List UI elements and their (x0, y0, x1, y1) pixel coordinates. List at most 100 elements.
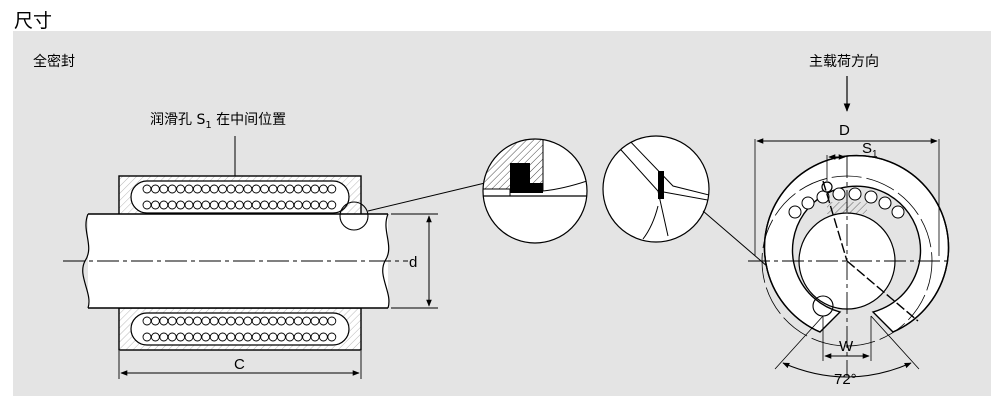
bearing-ball (176, 316, 186, 326)
bearing-ball (310, 316, 320, 326)
bearing-ball (293, 332, 303, 342)
bearing-ball (276, 316, 286, 326)
bearing-ball (302, 184, 312, 194)
bearing-ball (318, 200, 328, 210)
bearing-ball (150, 184, 160, 194)
bearing-ball (276, 184, 286, 194)
bearing-ball (260, 316, 270, 326)
bearing-ball (234, 316, 244, 326)
bearing-ball (243, 184, 253, 194)
bearing-ball (318, 316, 328, 326)
bearing-ball (234, 184, 244, 194)
bushing-section-view (63, 136, 486, 379)
bearing-ball (234, 332, 244, 342)
lube-hole-subscript: 1 (205, 120, 211, 131)
bearing-ball (159, 200, 169, 210)
bearing-ball (142, 200, 152, 210)
bearing-ball (268, 200, 278, 210)
bearing-ball (251, 200, 261, 210)
bearing-ball (226, 200, 236, 210)
bearing-ball (226, 332, 236, 342)
bearing-ball (218, 316, 228, 326)
bearing-ball (268, 316, 278, 326)
bearing-ball (218, 332, 228, 342)
bearing-ball (176, 184, 186, 194)
bearing-ball (167, 184, 177, 194)
bearing-ball (243, 200, 253, 210)
bearing-ball (226, 316, 236, 326)
bearing-ball (176, 332, 186, 342)
bearing-ball (192, 200, 202, 210)
bearing-ball (192, 332, 202, 342)
bearing-ball (192, 184, 202, 194)
bearing-ball (209, 184, 219, 194)
bearing-ball (201, 184, 211, 194)
bearing-ball (167, 332, 177, 342)
dimension-w-label: W (839, 338, 854, 355)
dimension-s1-subscript: 1 (872, 149, 878, 160)
bearing-ball (150, 200, 160, 210)
bearing-ball (184, 200, 194, 210)
bearing-ball (293, 200, 303, 210)
bearing-ball (184, 332, 194, 342)
dimension-c-label: C (234, 356, 245, 373)
bearing-ball (159, 316, 169, 326)
bearing-ball (159, 184, 169, 194)
bearing-ball (209, 316, 219, 326)
bearing-ball (318, 332, 328, 342)
bearing-ball (251, 184, 261, 194)
bearing-ball (310, 332, 320, 342)
lube-hole-suffix: 在中间位置 (212, 112, 286, 128)
bearing-ball (285, 184, 295, 194)
dimension-s1-label: S1 (862, 140, 878, 160)
bearing-ball (201, 332, 211, 342)
dimension-s1-symbol: S (862, 140, 872, 157)
bearing-ball (201, 316, 211, 326)
lube-hole-label: 润滑孔 S1 在中间位置 (150, 111, 286, 131)
bearing-ball (192, 316, 202, 326)
bearing-ball (260, 184, 270, 194)
dimension-D-label: D (839, 122, 850, 139)
bearing-ball (218, 184, 228, 194)
bearing-ball (302, 316, 312, 326)
bearing-ball (285, 332, 295, 342)
bearing-ball (243, 332, 253, 342)
bearing-ball (142, 316, 152, 326)
dimension-d-label: d (409, 254, 417, 271)
bearing-ball (327, 332, 337, 342)
bearing-ball (150, 332, 160, 342)
bearing-ball (268, 332, 278, 342)
full-seal-label: 全密封 (33, 53, 75, 70)
bearing-ball (276, 332, 286, 342)
bearing-ball (293, 316, 303, 326)
bearing-ball (310, 200, 320, 210)
bearing-ball (226, 184, 236, 194)
main-load-direction-label: 主载荷方向 (809, 54, 879, 70)
bearing-ball (251, 316, 261, 326)
bearing-ball (285, 200, 295, 210)
bearing-ball (310, 184, 320, 194)
bearing-ball (209, 332, 219, 342)
bearing-ball (260, 332, 270, 342)
bearing-ball (167, 200, 177, 210)
bearing-ball (318, 184, 328, 194)
bearing-ball (142, 184, 152, 194)
angle-72-label: 72° (834, 371, 857, 388)
bearing-ball (167, 316, 177, 326)
bearing-ball (159, 332, 169, 342)
bearing-ball (201, 200, 211, 210)
bearing-ball (209, 200, 219, 210)
bearing-ball (142, 332, 152, 342)
bearing-ball (260, 200, 270, 210)
end-view (748, 76, 950, 378)
bearing-ball (243, 316, 253, 326)
lube-hole-prefix: 润滑孔 (150, 111, 196, 128)
technical-drawing: 全密封 主载荷方向 润滑孔 S1 在中间位置 d C D S1 W 72° (33, 53, 950, 388)
page-title: 尺寸 (14, 10, 53, 32)
bearing-ball (302, 200, 312, 210)
bearing-ball (327, 316, 337, 326)
bearing-ball (176, 200, 186, 210)
bearing-ball (218, 200, 228, 210)
bearing-ball (285, 316, 295, 326)
bearing-ball (251, 332, 261, 342)
